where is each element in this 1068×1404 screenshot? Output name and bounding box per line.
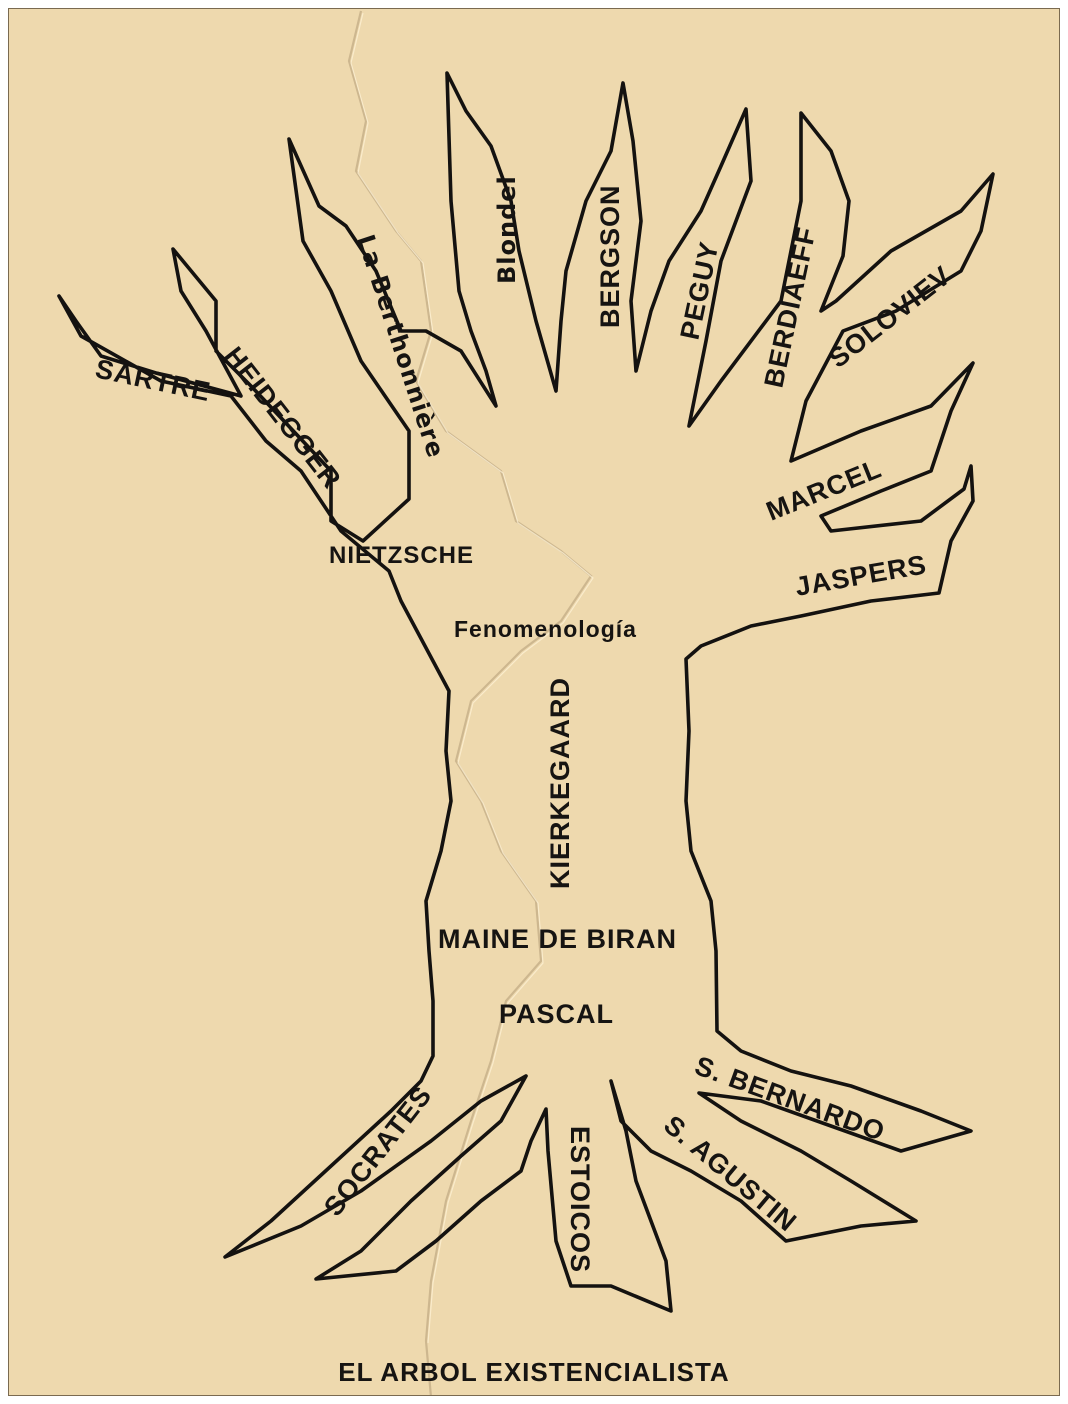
- label-fenomenologia: Fenomenología: [454, 616, 637, 642]
- label-bergson: BERGSON: [595, 184, 625, 328]
- label-heidegger: HEIDEGGER: [218, 341, 347, 494]
- label-pascal: PASCAL: [499, 999, 614, 1029]
- label-estoicos: ESTOICOS: [565, 1126, 595, 1273]
- label-soloviev: SOLOVIEV: [823, 260, 957, 374]
- label-jaspers: JASPERS: [793, 549, 929, 602]
- tree-diagram: SARTRE HEIDEGGER La Berthonnière Blondel…: [9, 9, 1060, 1396]
- label-la-berthonniere: La Berthonnière: [351, 231, 450, 461]
- label-blondel: Blondel: [493, 175, 521, 284]
- paper-sheet: SARTRE HEIDEGGER La Berthonnière Blondel…: [8, 8, 1060, 1396]
- label-kierkegaard: KIERKEGAARD: [545, 677, 575, 889]
- label-s-agustin: S. AGUSTIN: [658, 1110, 803, 1238]
- label-maine-de-biran: MAINE DE BIRAN: [438, 924, 677, 954]
- label-s-bernardo: S. BERNARDO: [691, 1050, 889, 1147]
- label-berdiaeff: BERDIAEFF: [759, 224, 822, 390]
- label-sartre: SARTRE: [93, 354, 214, 408]
- diagram-title: EL ARBOL EXISTENCIALISTA: [9, 1357, 1059, 1388]
- label-nietzsche: NIETZSCHE: [329, 542, 474, 569]
